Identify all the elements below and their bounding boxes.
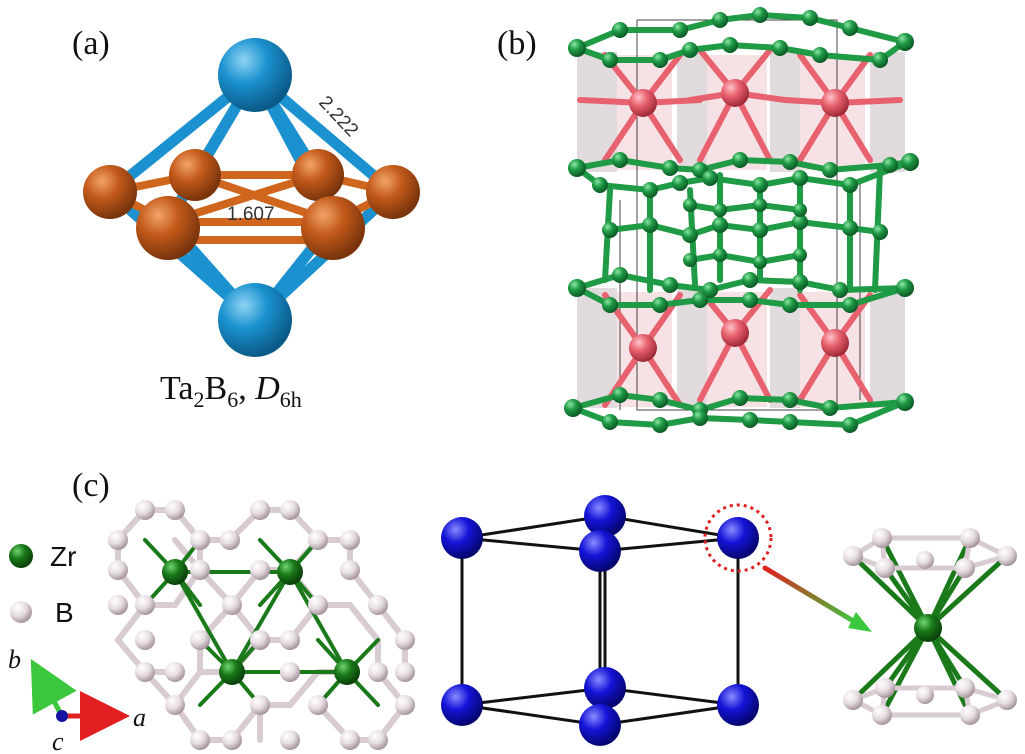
axis-a-label: a	[133, 703, 146, 732]
zoom-arrow	[762, 565, 872, 632]
c-axis-dot	[56, 710, 68, 722]
axes-indicator: a b c	[8, 645, 146, 754]
legend-zr-label: Zr	[50, 541, 76, 572]
panel-c: (c) Zr B a b c	[8, 467, 1017, 754]
zr-atom	[277, 559, 303, 585]
panel-b-label: (b)	[497, 25, 537, 62]
panel-b: (b)	[497, 7, 919, 433]
lattice-point	[579, 704, 621, 746]
lattice-point	[717, 684, 759, 726]
metal-atom	[721, 319, 749, 347]
hexagonal-cell	[441, 495, 773, 746]
lattice-point	[584, 667, 626, 709]
b-atom	[301, 196, 365, 260]
b-atom	[292, 149, 344, 201]
lattice-point	[441, 684, 483, 726]
panel-a: (a)	[72, 25, 420, 412]
panel-a-label: (a)	[72, 25, 110, 62]
ta-atom	[218, 38, 292, 112]
zr-atom	[162, 559, 188, 585]
legend-b-swatch	[10, 601, 32, 623]
formula-caption: Ta2B6, D6h	[160, 370, 302, 412]
metal-atom	[821, 89, 849, 117]
crystal-structure	[564, 7, 919, 433]
zr-center-atom	[914, 614, 942, 642]
panel-c-label: (c)	[72, 467, 110, 504]
b-atom	[83, 165, 137, 219]
lattice-point	[441, 517, 483, 559]
metal-atom	[821, 329, 849, 357]
bond-length-short: 1.607	[227, 204, 275, 225]
legend: Zr B	[9, 541, 76, 628]
lattice-point	[584, 495, 626, 537]
ta-atom	[218, 283, 292, 357]
zr-coordination	[843, 528, 1017, 725]
metal-atom	[721, 79, 749, 107]
lattice-point	[579, 530, 621, 572]
zr-atom	[219, 659, 245, 685]
axis-b-label: b	[8, 645, 21, 674]
legend-zr-swatch	[9, 544, 33, 568]
axis-c-label: c	[52, 727, 64, 754]
b-axis-arrow	[30, 658, 77, 718]
zrb2-top-view	[108, 500, 415, 750]
metal-atom	[629, 334, 657, 362]
ta2b6-cluster	[83, 38, 420, 357]
b-atom	[169, 149, 221, 201]
highlight-circle	[703, 503, 773, 573]
b-atom	[136, 196, 200, 260]
metal-atom	[629, 89, 657, 117]
b-atom	[366, 165, 420, 219]
legend-b-label: B	[55, 597, 74, 628]
zr-atom	[334, 659, 360, 685]
lattice-point	[717, 517, 759, 559]
